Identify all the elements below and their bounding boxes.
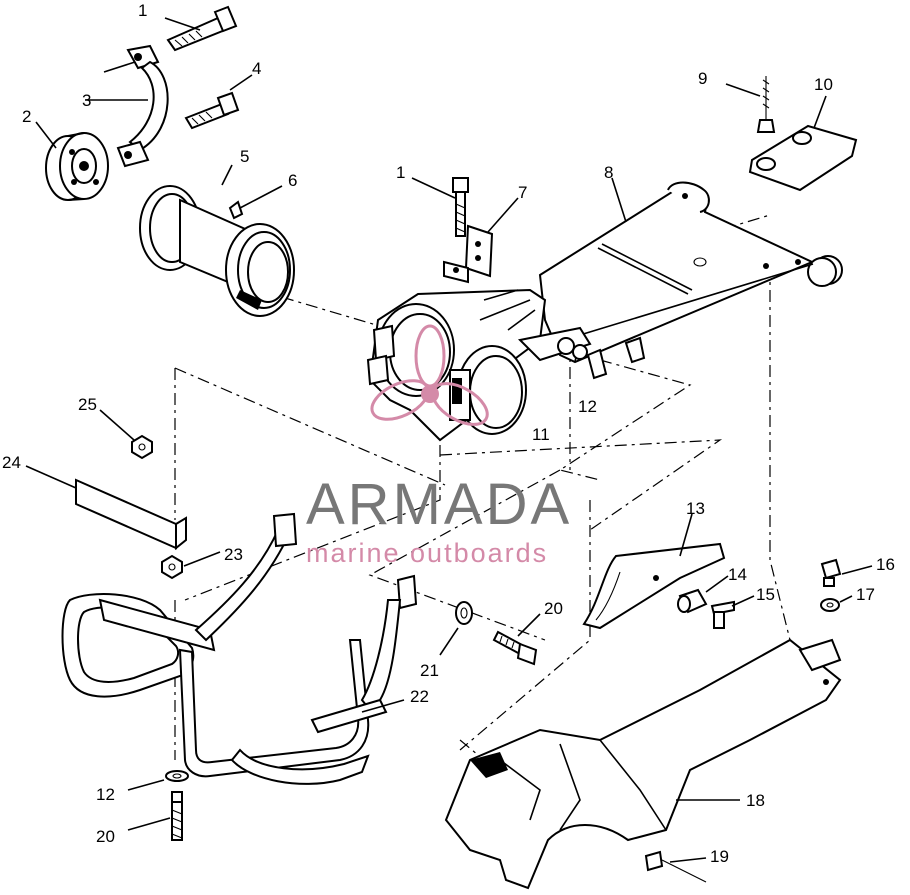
nut-part-23 — [161, 551, 221, 580]
callout-20-lower: 20 — [96, 827, 115, 846]
bracket-part-7 — [443, 197, 519, 284]
bolt-part-1-top — [164, 5, 238, 52]
callout-20-right: 20 — [544, 599, 563, 618]
callout-4: 4 — [252, 59, 261, 78]
bolt-part-1-middle — [411, 177, 469, 237]
callout-1-top: 1 — [138, 1, 147, 20]
watermark-tagline: marine outboards — [306, 538, 548, 568]
callout-24: 24 — [2, 453, 21, 472]
screw-part-15 — [710, 595, 755, 629]
bolt-part-4 — [184, 74, 253, 130]
callout-18: 18 — [746, 791, 765, 810]
callout-12-upper: 12 — [578, 397, 597, 416]
bolt-part-20-bottom — [127, 791, 183, 841]
armada-watermark: ARMADA marine outboards — [306, 324, 572, 568]
washer-part-17 — [820, 595, 853, 612]
bolt-part-16 — [820, 558, 873, 587]
callout-1-middle: 1 — [396, 163, 405, 182]
callout-3: 3 — [82, 91, 91, 110]
callout-2: 2 — [22, 107, 31, 126]
callout-9: 9 — [698, 69, 707, 88]
callout-7: 7 — [518, 183, 527, 202]
pin-part-6 — [228, 185, 283, 220]
bumper-frame-part-22 — [61, 512, 418, 785]
watermark-brand: ARMADA — [306, 472, 572, 537]
callout-10: 10 — [814, 75, 833, 94]
callout-16: 16 — [876, 555, 895, 574]
rivet-part-19 — [644, 850, 707, 883]
callout-22: 22 — [410, 687, 429, 706]
callout-5: 5 — [240, 147, 249, 166]
callout-6: 6 — [288, 171, 297, 190]
clamp-rings-assembly — [366, 288, 592, 442]
callout-19: 19 — [710, 847, 729, 866]
callout-21: 21 — [420, 661, 439, 680]
idler-wheel-part-2 — [35, 121, 109, 201]
armada-logo-icon — [370, 324, 489, 426]
callout-13: 13 — [686, 499, 705, 518]
bolt-part-20-right — [492, 613, 541, 666]
spacer-part-14 — [677, 575, 729, 614]
callout-11: 11 — [532, 425, 550, 444]
nut-part-25 — [99, 409, 153, 460]
callout-23: 23 — [224, 545, 243, 564]
callout-15: 15 — [756, 585, 775, 604]
callout-labels: 1 2 3 4 5 6 1 7 8 9 10 11 12 13 14 15 16… — [2, 1, 895, 866]
washer-part-21 — [439, 601, 473, 656]
rubber-strip-part-24 — [25, 465, 187, 551]
axle-tube-part-5 — [139, 164, 295, 317]
callout-12-lower: 12 — [96, 785, 115, 804]
washer-part-12-bottom — [127, 770, 189, 791]
plate-part-10 — [748, 95, 858, 192]
callout-25: 25 — [78, 395, 97, 414]
strap-clamp-part-3 — [85, 44, 169, 168]
callout-17: 17 — [856, 585, 875, 604]
callout-8: 8 — [604, 163, 613, 182]
bolt-part-9 — [725, 76, 776, 133]
bracket-part-13 — [582, 513, 726, 630]
callout-14: 14 — [728, 565, 747, 584]
rear-cover-part-18 — [444, 638, 842, 890]
